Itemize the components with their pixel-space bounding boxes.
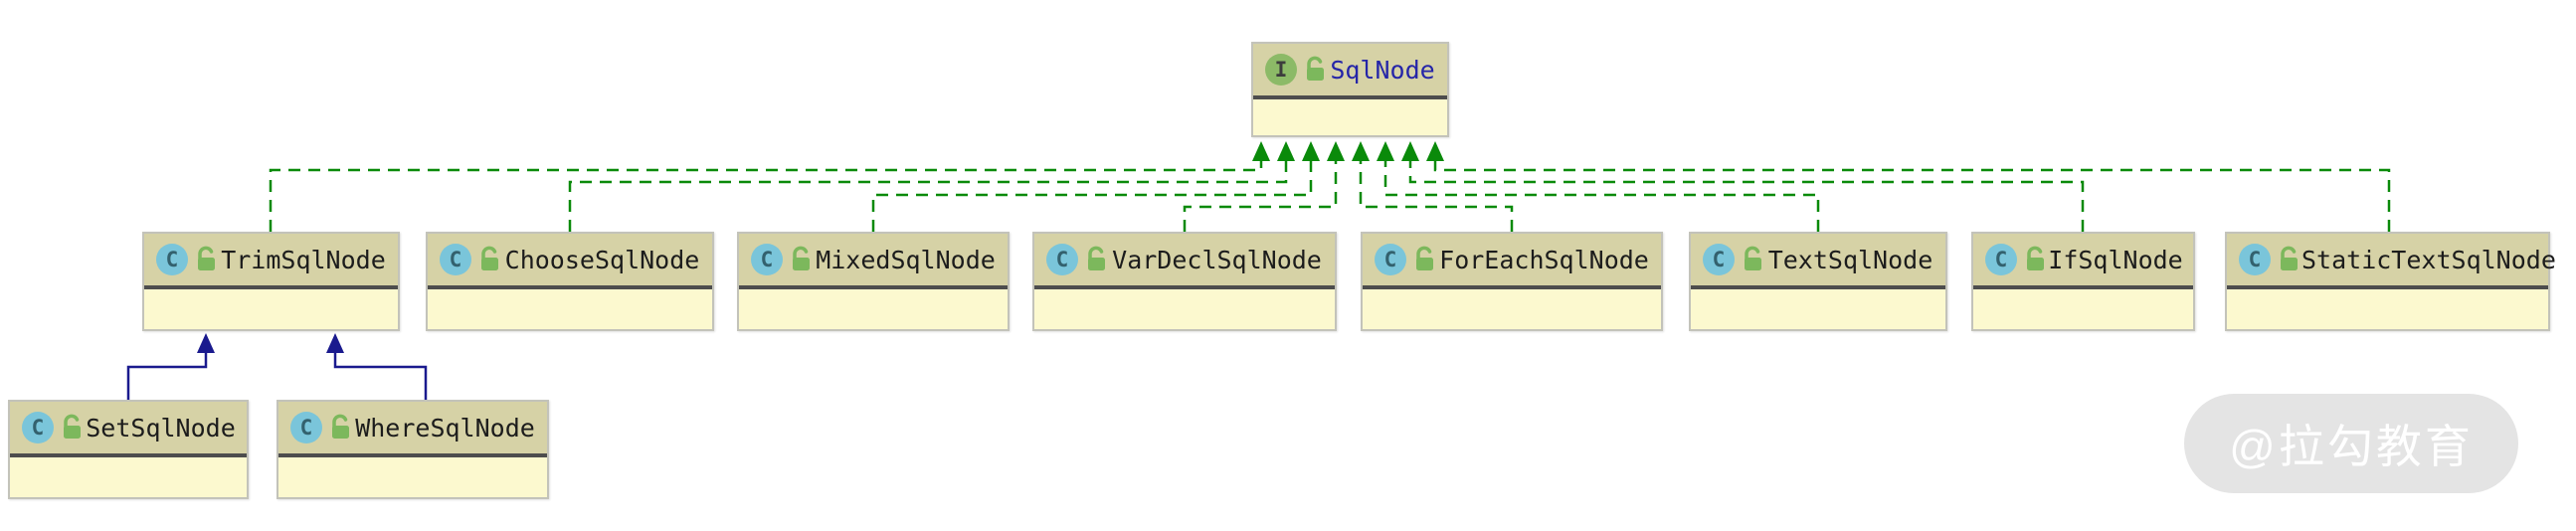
class-node-choosesqlnode[interactable]: C ChooseSqlNode <box>426 232 714 331</box>
class-icon: C <box>290 412 322 443</box>
implements-arrowheads <box>1252 141 1444 161</box>
class-node-trimsqlnode[interactable]: C TrimSqlNode <box>142 232 400 331</box>
class-icon: C <box>156 244 188 275</box>
class-node-vardeclsqlnode[interactable]: C VarDeclSqlNode <box>1032 232 1337 331</box>
class-node-ifsqlnode[interactable]: C IfSqlNode <box>1971 232 2195 331</box>
node-body <box>278 453 547 497</box>
unlocked-padlock-icon <box>478 246 502 273</box>
unlocked-padlock-icon <box>1413 246 1437 273</box>
node-body <box>739 285 1008 329</box>
extends-arrowheads <box>197 333 344 353</box>
node-title: VarDeclSqlNode <box>1112 245 1322 274</box>
node-header: C ForEachSqlNode <box>1363 234 1661 285</box>
node-title: StaticTextSqlNode <box>2301 245 2556 274</box>
node-title: TrimSqlNode <box>221 245 386 274</box>
watermark-text: @拉勾教育 <box>2229 421 2474 472</box>
class-node-mixedsqlnode[interactable]: C MixedSqlNode <box>737 232 1010 331</box>
unlocked-padlock-icon <box>329 414 353 442</box>
unlocked-padlock-icon <box>1085 246 1109 273</box>
node-header: C VarDeclSqlNode <box>1034 234 1335 285</box>
unlocked-padlock-icon <box>195 246 219 273</box>
node-header: C StaticTextSqlNode <box>2227 234 2556 285</box>
class-icon: C <box>1985 244 2017 275</box>
node-body <box>10 453 247 497</box>
node-header: C TrimSqlNode <box>144 234 398 285</box>
class-node-textsqlnode[interactable]: C TextSqlNode <box>1689 232 1947 331</box>
node-title: MixedSqlNode <box>816 245 996 274</box>
node-title: TextSqlNode <box>1767 245 1933 274</box>
node-title: WhereSqlNode <box>355 413 535 442</box>
implements-edges <box>269 161 2391 232</box>
class-icon: C <box>22 412 54 443</box>
interface-node-sqlnode[interactable]: I SqlNode <box>1251 42 1449 137</box>
node-header: I SqlNode <box>1253 44 1447 95</box>
class-icon: C <box>440 244 471 275</box>
node-body <box>1363 285 1661 329</box>
node-body <box>144 285 398 329</box>
class-node-foreachsqlnode[interactable]: C ForEachSqlNode <box>1361 232 1663 331</box>
unlocked-padlock-icon <box>61 414 85 442</box>
class-icon: C <box>2239 244 2271 275</box>
unlocked-padlock-icon <box>2278 246 2301 273</box>
extends-edges <box>126 352 428 400</box>
unlocked-padlock-icon <box>1304 56 1328 84</box>
node-body <box>1253 95 1447 135</box>
node-header: C ChooseSqlNode <box>428 234 712 285</box>
node-body <box>428 285 712 329</box>
node-body <box>1034 285 1335 329</box>
class-node-statictextsqlnode[interactable]: C StaticTextSqlNode <box>2225 232 2556 331</box>
node-header: C IfSqlNode <box>1973 234 2193 285</box>
class-icon: C <box>1375 244 1406 275</box>
watermark-badge: @拉勾教育 <box>2184 394 2518 493</box>
class-icon: C <box>1703 244 1735 275</box>
node-title: ChooseSqlNode <box>504 245 700 274</box>
node-body <box>2227 285 2548 329</box>
interface-icon: I <box>1265 54 1297 86</box>
node-title: IfSqlNode <box>2048 245 2183 274</box>
node-header: C TextSqlNode <box>1691 234 1945 285</box>
node-body <box>1691 285 1945 329</box>
class-node-wheresqlnode[interactable]: C WhereSqlNode <box>276 400 549 499</box>
node-header: C WhereSqlNode <box>278 402 547 453</box>
node-header: C SetSqlNode <box>10 402 247 453</box>
unlocked-padlock-icon <box>2024 246 2048 273</box>
class-node-setsqlnode[interactable]: C SetSqlNode <box>8 400 249 499</box>
node-title: ForEachSqlNode <box>1439 245 1649 274</box>
unlocked-padlock-icon <box>790 246 814 273</box>
class-icon: C <box>1046 244 1078 275</box>
node-header: C MixedSqlNode <box>739 234 1008 285</box>
node-body <box>1973 285 2193 329</box>
unlocked-padlock-icon <box>1742 246 1765 273</box>
class-icon: C <box>751 244 783 275</box>
node-title: SqlNode <box>1330 55 1435 85</box>
node-title: SetSqlNode <box>86 413 236 442</box>
